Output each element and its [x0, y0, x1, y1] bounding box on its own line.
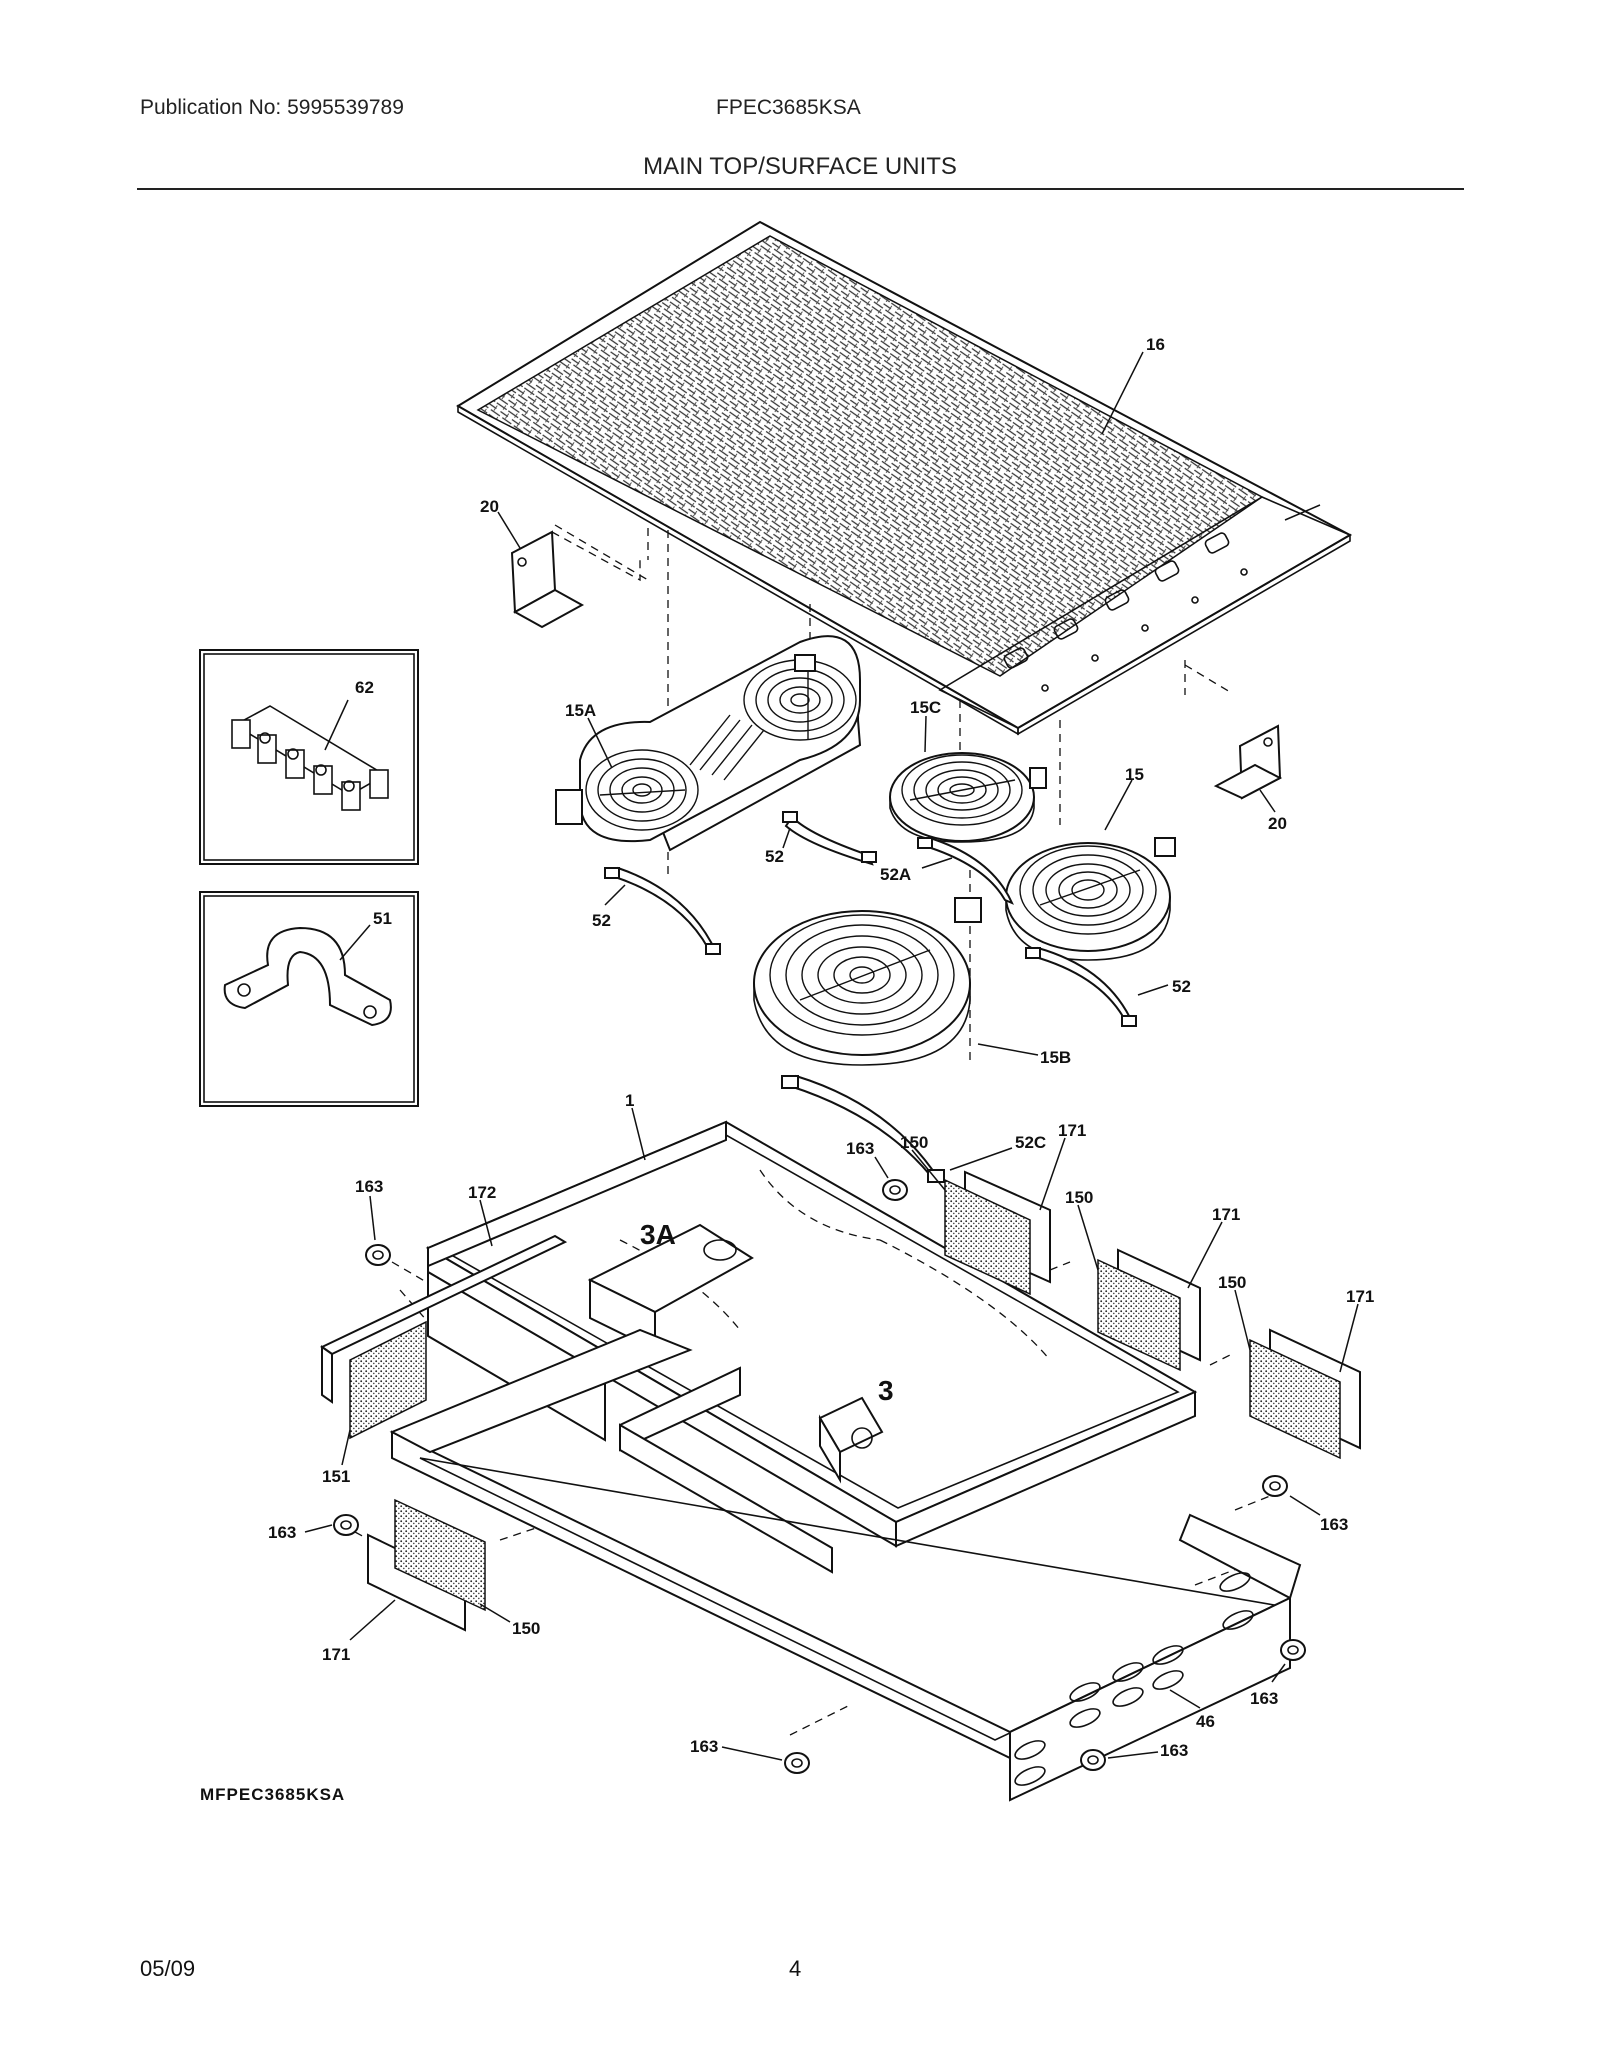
- inset-terminal-block: 62: [199, 649, 419, 865]
- foot-163-f: [784, 1752, 810, 1774]
- callout-163-c: 163: [268, 1523, 296, 1542]
- callout-20-right: 20: [1268, 814, 1287, 833]
- callout-163-e: 163: [1250, 1689, 1278, 1708]
- strap-52C: [781, 1074, 945, 1183]
- callout-3A: 3A: [640, 1219, 676, 1250]
- vent-assembly-3: [1249, 1328, 1361, 1460]
- surface-unit-15: [1005, 837, 1176, 961]
- callout-150-a: 150: [900, 1133, 928, 1152]
- surface-unit-15B: [753, 897, 982, 1066]
- foot-163-d: [1262, 1475, 1288, 1497]
- strap-52-left: [604, 866, 721, 955]
- callout-15A: 15A: [565, 701, 596, 720]
- surface-unit-15A: [555, 635, 862, 852]
- model-number: FPEC3685KSA: [716, 96, 861, 119]
- callout-150-c: 150: [1218, 1273, 1246, 1292]
- callout-172: 172: [468, 1183, 496, 1202]
- publication-number: Publication No: 5995539789: [140, 96, 404, 119]
- callout-163-a: 163: [355, 1177, 383, 1196]
- callout-15: 15: [1125, 765, 1144, 784]
- callout-52C: 52C: [1015, 1133, 1046, 1152]
- callout-20-left: 20: [480, 497, 499, 516]
- callout-52-upper: 52: [765, 847, 784, 866]
- foot-163-b: [882, 1179, 908, 1201]
- callout-163-d: 163: [1320, 1515, 1348, 1534]
- callout-1: 1: [625, 1091, 634, 1110]
- callout-171-c: 171: [1346, 1287, 1374, 1306]
- bracket-left: [510, 530, 641, 629]
- callout-62: 62: [355, 678, 374, 697]
- footer-date: 05/09: [140, 1956, 196, 1981]
- callout-163-f: 163: [690, 1737, 718, 1756]
- page-title: MAIN TOP/SURFACE UNITS: [643, 153, 957, 180]
- callout-52A: 52A: [880, 865, 911, 884]
- callout-52-left: 52: [592, 911, 611, 930]
- callout-150-b: 150: [1065, 1188, 1093, 1207]
- bracket-3: [818, 1396, 884, 1484]
- bottom-pan: [389, 1328, 1302, 1802]
- foot-163-c: [333, 1514, 359, 1536]
- glass-cooktop: [456, 220, 1353, 736]
- inner-divider: [619, 1366, 833, 1574]
- diagram-code: MFPEC3685KSA: [200, 1785, 345, 1804]
- callout-46: 46: [1196, 1712, 1215, 1731]
- surface-unit-15C: [889, 752, 1047, 843]
- filter-151: [349, 1320, 427, 1440]
- callout-51: 51: [373, 909, 392, 928]
- side-channel-172: [320, 1234, 568, 1404]
- callout-52-right: 52: [1172, 977, 1191, 996]
- callout-16: 16: [1146, 335, 1165, 354]
- main-top-frame: [425, 1120, 1198, 1548]
- vent-assembly-4: [367, 1498, 486, 1632]
- callout-3: 3: [878, 1375, 894, 1406]
- header-rule: [137, 188, 1464, 190]
- foot-163-a: [365, 1244, 391, 1266]
- callout-171-b: 171: [1212, 1205, 1240, 1224]
- strap-52-upper: [782, 811, 877, 866]
- strap-52-right: [1025, 946, 1137, 1027]
- callout-150-d: 150: [512, 1619, 540, 1638]
- callout-151: 151: [322, 1467, 350, 1486]
- strap-52A: [917, 836, 1014, 905]
- callout-163-b: 163: [846, 1139, 874, 1158]
- vent-assembly-1: [944, 1170, 1051, 1296]
- callout-15B: 15B: [1040, 1048, 1071, 1067]
- bracket-right: [1213, 724, 1283, 800]
- foot-163-g: [1080, 1749, 1106, 1771]
- callout-163-g: 163: [1160, 1741, 1188, 1760]
- vent-assembly-2: [1097, 1248, 1201, 1372]
- foot-163-e: [1280, 1639, 1306, 1661]
- callout-171-d: 171: [322, 1645, 350, 1664]
- footer-page-number: 4: [789, 1956, 802, 1981]
- inset-clamp: 51: [199, 891, 419, 1107]
- callout-171-a: 171: [1058, 1121, 1086, 1140]
- callout-15C: 15C: [910, 698, 941, 717]
